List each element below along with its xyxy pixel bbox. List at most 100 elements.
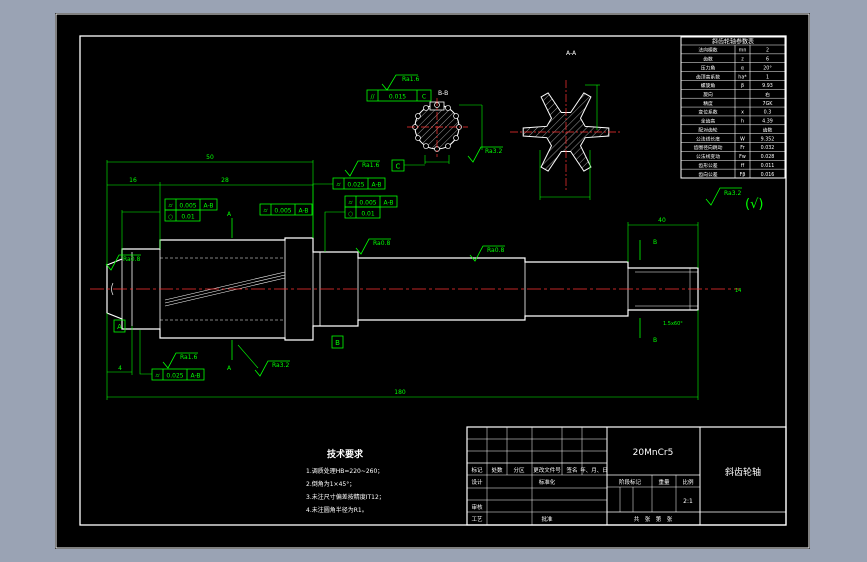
svg-text:○: ○ bbox=[168, 214, 173, 221]
gear-table-cell-7-1: x bbox=[741, 111, 744, 116]
svg-text:0.025: 0.025 bbox=[166, 373, 183, 380]
gear-table-cell-12-1: Fw bbox=[739, 154, 746, 160]
svg-text:⌭: ⌭ bbox=[336, 182, 341, 189]
gear-table-title: 斜齿轮轴参数表 bbox=[712, 38, 754, 46]
title-part-name: 斜齿轮轴 bbox=[725, 466, 761, 478]
gear-table-cell-2-1: α bbox=[741, 66, 744, 71]
spline-notch bbox=[453, 135, 459, 141]
gear-table-cell-13-1: ff bbox=[741, 163, 745, 169]
gear-table-cell-0-1: mn bbox=[739, 49, 747, 54]
dim-14: 14 bbox=[735, 288, 741, 294]
svg-text:0.005: 0.005 bbox=[179, 203, 196, 210]
section-aa-label: A-A bbox=[566, 50, 577, 57]
cutting-plane-a: A A bbox=[227, 211, 233, 372]
svg-text:Ra0.8: Ra0.8 bbox=[373, 240, 390, 247]
drawing-sheet bbox=[55, 13, 810, 549]
svg-text:0.01: 0.01 bbox=[181, 214, 195, 221]
dim-50: 50 bbox=[206, 154, 214, 161]
gear-table-cell-11-0: 齿圈径向跳动 bbox=[694, 144, 723, 151]
gear-table-cell-6-2: 7GK bbox=[763, 101, 774, 107]
datum-c-box: C bbox=[391, 159, 425, 172]
tolerance-frame-5 bbox=[344, 195, 398, 219]
gear-table-cell-0-2: 2 bbox=[766, 48, 769, 54]
dim-overall: 180 bbox=[394, 389, 406, 396]
svg-text:0.005: 0.005 bbox=[274, 208, 291, 215]
tech-req-item-1: 1.调质处理HB=220~260； bbox=[306, 467, 383, 475]
technical-requirements: 技术要求 1.调质处理HB=220~260； 2.倒角为1×45°； 3.未注尺… bbox=[306, 448, 385, 514]
title-scale-value: 2:1 bbox=[683, 498, 693, 505]
svg-text:比例: 比例 bbox=[682, 478, 694, 486]
datum-a-box: A bbox=[113, 319, 126, 333]
title-block-text: 标记 处数 分区 更改文件号 签名 年、月、日 设计 标准化 审核 工艺 批准 … bbox=[471, 448, 761, 523]
dim-28: 28 bbox=[221, 177, 229, 184]
tolerance-frame-3 bbox=[332, 177, 386, 190]
gear-table-cell-3-0: 齿顶高系数 bbox=[696, 73, 720, 80]
svg-text:C: C bbox=[396, 163, 401, 171]
section-a-a-view: A-A bbox=[510, 50, 620, 200]
roughness-left-end: Ra0.8 bbox=[105, 254, 141, 271]
svg-text:工艺: 工艺 bbox=[471, 516, 483, 523]
svg-text:⌭: ⌭ bbox=[155, 373, 160, 380]
svg-text:B: B bbox=[653, 337, 657, 344]
svg-text:B: B bbox=[653, 239, 657, 246]
spline-notch bbox=[423, 143, 429, 149]
svg-text:共 张 第 张: 共 张 第 张 bbox=[634, 515, 673, 523]
roughness-bb-right: Ra3.2 bbox=[467, 146, 503, 163]
keyway-parallelism-frame: // 0.015 C bbox=[366, 89, 432, 102]
gear-table-cell-3-2: 1 bbox=[766, 74, 769, 80]
svg-text:Ra1.6: Ra1.6 bbox=[402, 76, 419, 83]
tolerance-frame-7 bbox=[151, 368, 205, 381]
svg-text:A-B: A-B bbox=[298, 208, 308, 215]
gear-table-cell-8-2: 4.39 bbox=[762, 119, 773, 125]
spline-notch bbox=[453, 113, 459, 119]
svg-text:⌭: ⌭ bbox=[263, 208, 268, 215]
gear-table-cell-12-2: 0.028 bbox=[761, 154, 775, 160]
gear-table-cell-4-1: β bbox=[741, 83, 744, 89]
svg-text:处数: 处数 bbox=[491, 466, 503, 474]
gear-table-cell-10-0: 公法线长度 bbox=[696, 135, 720, 142]
roughness-shoulder: Ra0.8 bbox=[355, 238, 391, 255]
svg-text:A: A bbox=[227, 365, 232, 372]
tolerance-frame-2 bbox=[164, 209, 201, 222]
gear-table-cell-9-0: 配对齿轮 bbox=[698, 126, 717, 133]
gear-table-cell-8-0: 全齿高 bbox=[701, 118, 716, 125]
svg-text:Ra0.8: Ra0.8 bbox=[123, 256, 140, 263]
gear-table-cell-8-1: h bbox=[741, 119, 744, 125]
svg-text:标记: 标记 bbox=[471, 466, 483, 474]
svg-text:0.005: 0.005 bbox=[359, 200, 376, 207]
svg-text:标准化: 标准化 bbox=[539, 478, 556, 486]
tolerance-frame-4 bbox=[259, 203, 313, 216]
svg-text://: // bbox=[370, 94, 375, 101]
gear-table-cell-6-0: 精度 bbox=[703, 100, 713, 107]
gear-table-cell-11-1: Fr bbox=[740, 145, 744, 151]
roughness-bb-top: Ra1.6 bbox=[381, 74, 419, 91]
gear-table-cell-5-0: 旋向 bbox=[703, 91, 713, 98]
gear-table-cell-0-0: 法向模数 bbox=[698, 47, 717, 54]
spline-notch bbox=[445, 105, 451, 111]
cutting-plane-b: B B bbox=[639, 239, 657, 344]
tech-req-item-3: 3.未注尺寸偏差按精度IT12； bbox=[306, 493, 385, 501]
gear-table-cell-13-2: 0.011 bbox=[761, 163, 775, 169]
gear-table-cell-5-2: 右 bbox=[765, 91, 770, 98]
svg-text:Ra1.6: Ra1.6 bbox=[180, 354, 197, 361]
sheet-edge bbox=[55, 13, 810, 549]
gear-table-cell-14-1: Fβ bbox=[740, 172, 746, 178]
svg-text:A: A bbox=[227, 211, 232, 218]
svg-text:A-B: A-B bbox=[203, 203, 213, 210]
tech-req-item-2: 2.倒角为1×45°； bbox=[306, 480, 355, 488]
dim-40: 40 bbox=[658, 217, 666, 224]
gear-table-cell-3-1: ha* bbox=[738, 74, 747, 80]
svg-text:○: ○ bbox=[348, 211, 353, 218]
svg-text:签名: 签名 bbox=[566, 466, 577, 474]
svg-text:B: B bbox=[335, 339, 340, 347]
datum-b-box: B bbox=[331, 335, 344, 349]
svg-text:C: C bbox=[422, 94, 426, 101]
gear-table-cell-13-0: 齿形公差 bbox=[698, 162, 717, 169]
general-roughness-note: Ra3.2 (√) bbox=[705, 187, 763, 212]
roughness-gear-top: Ra1.6 bbox=[344, 160, 380, 177]
svg-text:审核: 审核 bbox=[471, 503, 483, 511]
svg-text:Ra3.2: Ra3.2 bbox=[485, 148, 502, 155]
svg-text:年、月、日: 年、月、日 bbox=[580, 466, 608, 474]
gear-table-cell-1-2: 6 bbox=[766, 57, 769, 63]
